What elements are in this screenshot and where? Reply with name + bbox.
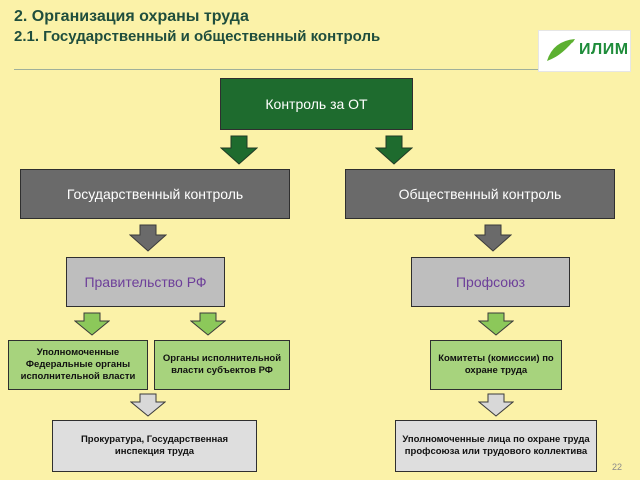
header-divider xyxy=(14,69,628,70)
arrow-down-icon xyxy=(474,224,512,252)
leaf-icon xyxy=(544,39,575,65)
slide-title: 2. Организация охраны труда xyxy=(14,8,249,25)
root-box-ot-control: Контроль за ОТ xyxy=(220,78,413,130)
arrow-down-icon xyxy=(220,135,258,165)
regional-executive-bodies-box: Органы исполнительной власти субъектов Р… xyxy=(154,340,290,390)
arrow-down-icon xyxy=(129,224,167,252)
arrow-down-icon xyxy=(190,312,226,336)
arrow-down-icon xyxy=(130,393,166,417)
arrow-down-icon xyxy=(74,312,110,336)
slide-subtitle: 2.1. Государственный и общественный конт… xyxy=(14,28,381,45)
arrow-down-icon xyxy=(375,135,413,165)
prosecutor-labor-inspection-box: Прокуратура, Государственная инспекция т… xyxy=(52,420,257,472)
ot-committees-box: Комитеты (комиссии) по охране труда xyxy=(430,340,562,390)
public-control-box: Общественный контроль xyxy=(345,169,615,219)
authorized-persons-box: Уполномоченные лица по охране труда проф… xyxy=(395,420,597,472)
federal-executive-bodies-box: Уполномоченные Федеральные органы исполн… xyxy=(8,340,148,390)
ilim-logo: ИЛИМ xyxy=(538,30,631,72)
trade-union-box: Профсоюз xyxy=(411,257,570,307)
government-rf-box: Правительство РФ xyxy=(66,257,225,307)
page-number: 22 xyxy=(612,462,623,472)
arrow-down-icon xyxy=(478,312,514,336)
logo-text: ИЛИМ xyxy=(579,41,629,58)
arrow-down-icon xyxy=(478,393,514,417)
state-control-box: Государственный контроль xyxy=(20,169,290,219)
